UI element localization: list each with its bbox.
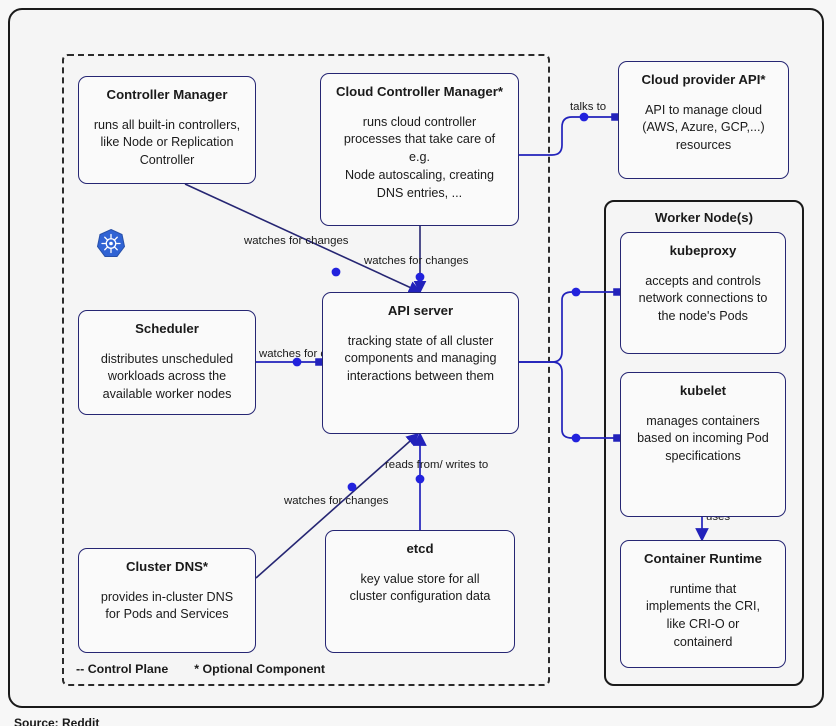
- etcd-title: etcd: [406, 541, 434, 556]
- scheduler-title: Scheduler: [135, 321, 199, 336]
- box-cloud-controller-manager[interactable]: Cloud Controller Manager* runs cloud con…: [320, 73, 519, 226]
- box-cloud-provider-api[interactable]: Cloud provider API* API to manage cloud …: [618, 61, 789, 179]
- kubelet-desc: manages containers based on incoming Pod…: [637, 413, 769, 464]
- cloud-controller-manager-desc: runs cloud controller processes that tak…: [343, 114, 496, 201]
- box-cluster-dns[interactable]: Cluster DNS* provides in-cluster DNS for…: [78, 548, 256, 653]
- box-container-runtime[interactable]: Container Runtime runtime that implement…: [620, 540, 786, 668]
- kubeproxy-title: kubeproxy: [669, 243, 737, 258]
- controller-manager-desc: runs all built-in controllers, like Node…: [93, 117, 241, 168]
- edge-label-cloud-controller-watches: watches for changes: [364, 255, 469, 267]
- controller-manager-title: Controller Manager: [106, 87, 228, 102]
- kubeproxy-desc: accepts and controls network connections…: [638, 273, 768, 324]
- api-server-title: API server: [387, 303, 454, 318]
- edge-label-controller-manager-watches: watches for changes: [244, 235, 349, 247]
- scheduler-desc: distributes unscheduled workloads across…: [100, 351, 234, 402]
- etcd-desc: key value store for all cluster configur…: [349, 571, 491, 604]
- edge-label-etcd-reads-writes: reads from/ writes to: [385, 459, 489, 471]
- source-note: Source: Reddit: [14, 716, 100, 726]
- box-controller-manager[interactable]: Controller Manager runs all built-in con…: [78, 76, 256, 184]
- kubelet-title: kubelet: [679, 383, 727, 398]
- edge-label-cluster-dns-watches: watches for changes: [284, 495, 389, 507]
- api-server-desc: tracking state of all cluster components…: [344, 333, 497, 384]
- worker-node-group-title: Worker Node(s): [655, 210, 753, 225]
- cloud-controller-manager-title: Cloud Controller Manager*: [335, 84, 504, 99]
- box-scheduler[interactable]: Scheduler distributes unscheduled worklo…: [78, 310, 256, 415]
- box-kubelet[interactable]: kubelet manages containers based on inco…: [620, 372, 786, 517]
- cloud-provider-api-title: Cloud provider API*: [641, 72, 766, 87]
- legend-control-plane: -- Control Plane: [76, 662, 169, 676]
- cluster-dns-desc: provides in-cluster DNS for Pods and Ser…: [100, 589, 234, 622]
- cluster-dns-title: Cluster DNS*: [125, 559, 209, 574]
- box-etcd[interactable]: etcd key value store for all cluster con…: [325, 530, 515, 653]
- edge-label-talks-to: talks to: [570, 101, 607, 113]
- container-runtime-title: Container Runtime: [644, 551, 762, 566]
- legend-optional-component: * Optional Component: [194, 662, 326, 676]
- box-kubeproxy[interactable]: kubeproxy accepts and controls network c…: [620, 232, 786, 354]
- legend: -- Control Plane * Optional Component: [76, 662, 325, 676]
- kubernetes-logo: [96, 228, 126, 257]
- cloud-provider-api-desc: API to manage cloud (AWS, Azure, GCP,...…: [642, 102, 765, 153]
- box-api-server[interactable]: API server tracking state of all cluster…: [322, 292, 519, 434]
- container-runtime-desc: runtime that implements the CRI, like CR…: [645, 581, 761, 650]
